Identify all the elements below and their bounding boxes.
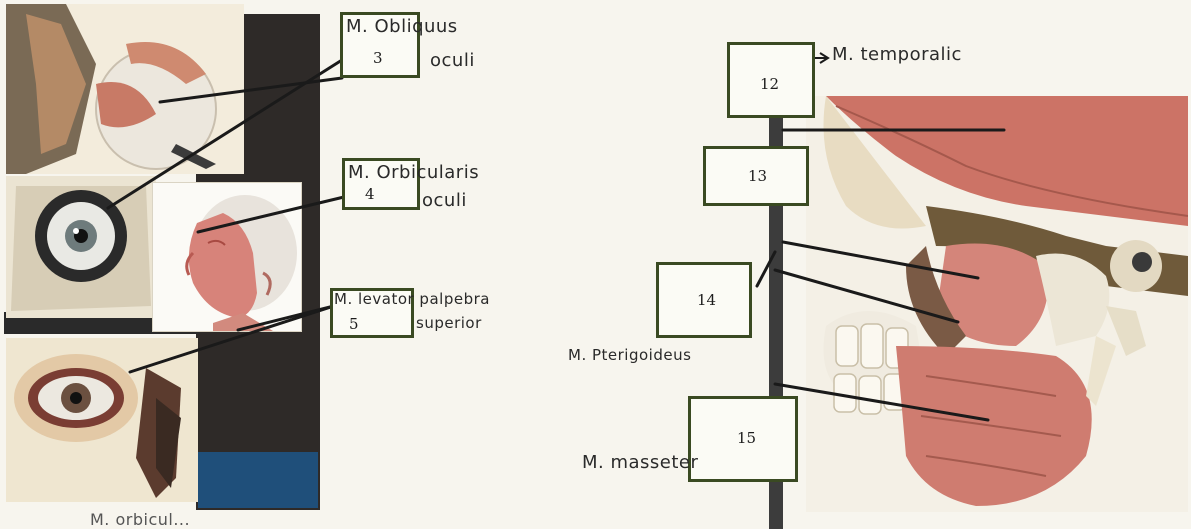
leader-line-3b — [106, 58, 344, 210]
arrow-12 — [814, 52, 830, 64]
label-3-line1: M. Obliquus — [346, 16, 458, 37]
leader-line-3a — [158, 76, 344, 104]
label-box-14-number: 14 — [697, 291, 717, 309]
image-head-profile — [152, 182, 302, 332]
label-15-text: M. masseter — [582, 452, 699, 473]
left-dark-panel-screen — [198, 452, 318, 508]
label-box-4: 4 — [342, 158, 420, 210]
leader-line-5b — [236, 304, 336, 332]
label-box-12: 12 — [727, 42, 815, 118]
bottom-caption: M. orbicul... — [90, 510, 191, 529]
image-eyeball-front — [6, 176, 156, 318]
leader-line-14a — [755, 250, 777, 288]
image-eye-lid-dissection — [6, 338, 198, 502]
label-box-5-number: 5 — [349, 315, 359, 333]
label-3-line2: oculi — [430, 50, 475, 71]
label-box-3-number: 3 — [373, 49, 383, 67]
label-box-13: 13 — [703, 146, 809, 206]
label-14-text: M. Pterigoideus — [568, 346, 692, 364]
leader-line-4 — [196, 195, 346, 234]
label-12-text: M. temporalic — [832, 44, 962, 65]
label-5-line2: superior — [416, 314, 482, 332]
label-4-line2: oculi — [422, 190, 467, 211]
label-box-12-number: 12 — [760, 75, 780, 93]
leader-line-5a — [128, 304, 336, 374]
leader-line-14b — [773, 268, 960, 324]
label-box-15-number: 15 — [737, 429, 757, 447]
leader-line-15 — [773, 382, 990, 422]
leader-line-13 — [781, 240, 980, 280]
label-box-15: 15 — [688, 396, 798, 482]
image-skull-muscles — [806, 96, 1188, 512]
label-box-4-number: 4 — [365, 185, 375, 203]
label-4-line1: M. Orbicularis — [348, 162, 480, 183]
label-box-5: 5 — [330, 288, 414, 338]
label-box-3: 3 — [340, 12, 420, 78]
label-box-13-number: 13 — [748, 167, 768, 185]
label-5-line1: M. levator palpebra — [334, 290, 490, 308]
label-box-14: 14 — [656, 262, 752, 338]
